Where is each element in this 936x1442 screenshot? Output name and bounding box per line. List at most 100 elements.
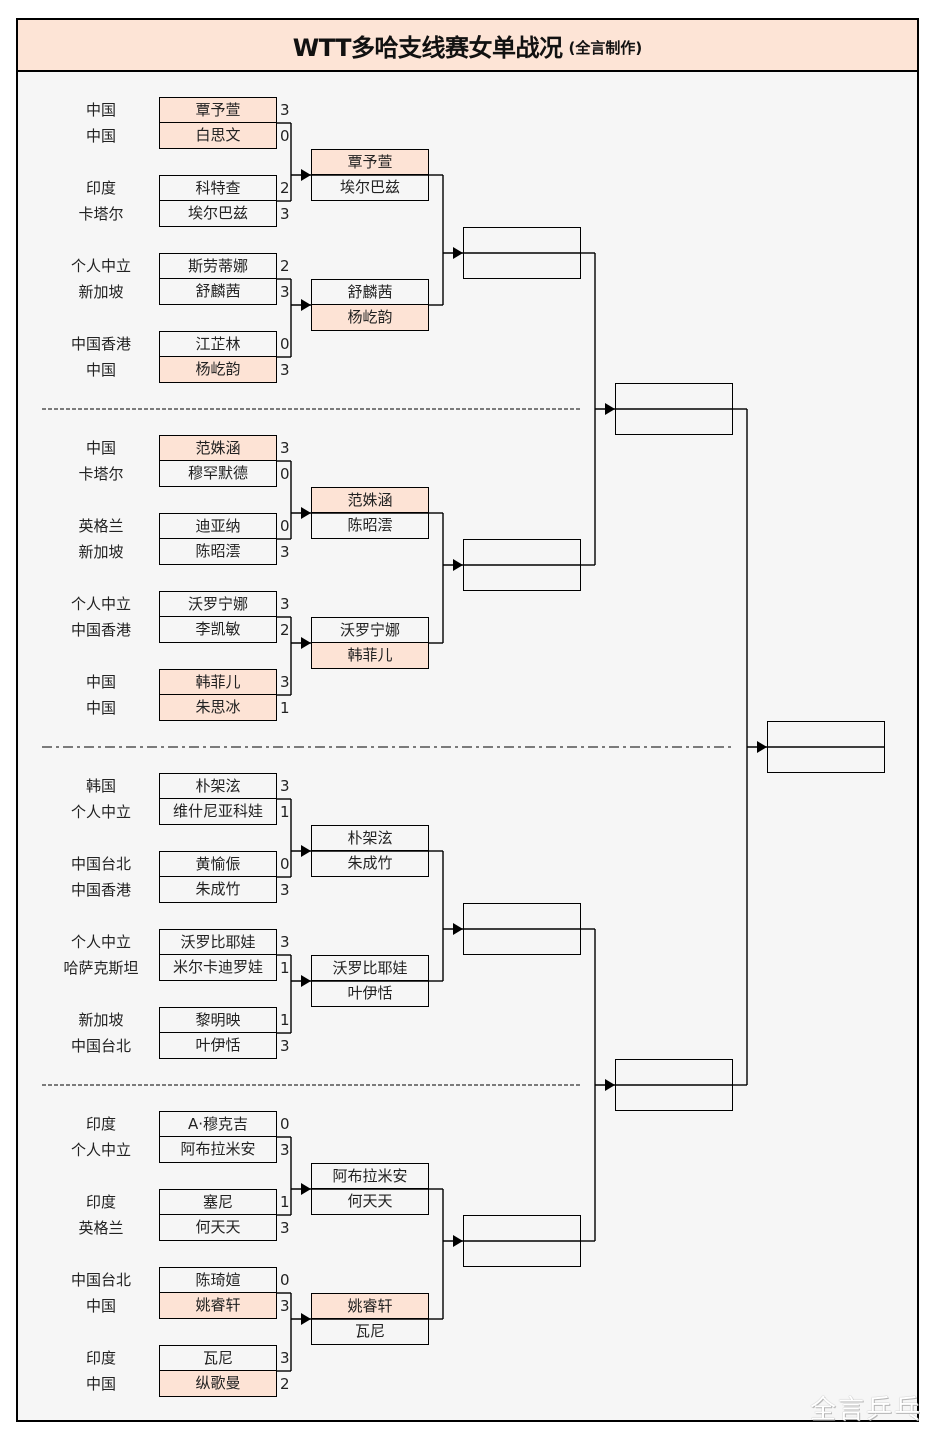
round2-player-cell[interactable]: 陈昭澐: [311, 513, 429, 539]
round2-player-cell[interactable]: 沃罗比耶娃: [311, 955, 429, 981]
match-score: 3: [280, 673, 290, 691]
player-country: 印度: [85, 1349, 116, 1367]
player-country: 韩国: [85, 777, 116, 795]
match-score: 2: [280, 1375, 290, 1393]
player-name-cell[interactable]: 沃罗宁娜: [159, 591, 277, 617]
match-score: 3: [280, 361, 290, 379]
player-country: 印度: [85, 179, 116, 197]
player-country: 中国香港: [70, 621, 131, 639]
player-name-cell[interactable]: 穆罕默德: [159, 461, 277, 487]
player-name-cell[interactable]: 范姝涵: [159, 435, 277, 461]
player-country: 英格兰: [78, 1219, 124, 1237]
player-name-cell[interactable]: 何天天: [159, 1215, 277, 1241]
player-country: 中国: [85, 699, 116, 717]
player-country: 英格兰: [78, 517, 124, 535]
round2-player-cell[interactable]: 朱成竹: [311, 851, 429, 877]
match-score: 3: [280, 439, 290, 457]
player-name-cell[interactable]: 阿布拉米安: [159, 1137, 277, 1163]
round2-player-cell[interactable]: 覃予萱: [311, 149, 429, 175]
player-country: 卡塔尔: [78, 205, 124, 223]
match-score: 3: [280, 543, 290, 561]
player-name-cell[interactable]: 姚睿轩: [159, 1293, 277, 1319]
round2-player-cell[interactable]: 瓦尼: [311, 1319, 429, 1345]
round2-player-cell[interactable]: 何天天: [311, 1189, 429, 1215]
player-name-cell[interactable]: 朱思冰: [159, 695, 277, 721]
match-score: 3: [280, 777, 290, 795]
player-name-cell[interactable]: 迪亚纳: [159, 513, 277, 539]
match-score: 1: [280, 1011, 290, 1029]
player-name-cell[interactable]: 朴架泫: [159, 773, 277, 799]
player-country: 个人中立: [70, 933, 131, 951]
final-slot[interactable]: [767, 721, 885, 773]
player-country: 个人中立: [70, 1141, 131, 1159]
round2-player-cell[interactable]: 朴架泫: [311, 825, 429, 851]
round2-player-cell[interactable]: 范姝涵: [311, 487, 429, 513]
player-country: 中国香港: [70, 335, 131, 353]
player-name-cell[interactable]: A·穆克吉: [159, 1111, 277, 1137]
match-score: 0: [280, 335, 290, 353]
round2-player-cell[interactable]: 埃尔巴兹: [311, 175, 429, 201]
player-name-cell[interactable]: 米尔卡迪罗娃: [159, 955, 277, 981]
player-name-cell[interactable]: 舒麟茜: [159, 279, 277, 305]
semifinal-slot[interactable]: [615, 1059, 733, 1111]
match-score: 3: [280, 205, 290, 223]
player-country: 中国香港: [70, 881, 131, 899]
semifinal-slot[interactable]: [615, 383, 733, 435]
player-name-cell[interactable]: 覃予萱: [159, 97, 277, 123]
player-name-cell[interactable]: 黎明映: [159, 1007, 277, 1033]
round2-player-cell[interactable]: 舒麟茜: [311, 279, 429, 305]
player-name-cell[interactable]: 维什尼亚科娃: [159, 799, 277, 825]
player-name-cell[interactable]: 瓦尼: [159, 1345, 277, 1371]
player-name-cell[interactable]: 纵歌曼: [159, 1371, 277, 1397]
player-name-cell[interactable]: 陈琦媗: [159, 1267, 277, 1293]
player-country: 中国: [85, 439, 116, 457]
match-score: 3: [280, 283, 290, 301]
watermark: 全言乒乓: [809, 1395, 922, 1425]
match-score: 3: [280, 1349, 290, 1367]
player-name-cell[interactable]: 黄愉侲: [159, 851, 277, 877]
match-score: 2: [280, 621, 290, 639]
match-score: 3: [280, 1037, 290, 1055]
player-name-cell[interactable]: 斯劳蒂娜: [159, 253, 277, 279]
player-country: 中国台北: [70, 855, 131, 873]
match-score: 0: [280, 1115, 290, 1133]
round2-player-cell[interactable]: 姚睿轩: [311, 1293, 429, 1319]
quarterfinal-slot[interactable]: [463, 539, 581, 591]
player-name-cell[interactable]: 杨屹韵: [159, 357, 277, 383]
player-name-cell[interactable]: 白思文: [159, 123, 277, 149]
player-name-cell[interactable]: 陈昭澐: [159, 539, 277, 565]
player-country: 中国台北: [70, 1037, 131, 1055]
player-name-cell[interactable]: 韩菲儿: [159, 669, 277, 695]
round2-player-cell[interactable]: 沃罗宁娜: [311, 617, 429, 643]
player-country: 中国: [85, 1375, 116, 1393]
player-name-cell[interactable]: 李凯敏: [159, 617, 277, 643]
quarterfinal-slot[interactable]: [463, 903, 581, 955]
page-subtitle: (全言制作): [568, 38, 643, 57]
player-country: 中国: [85, 1297, 116, 1315]
match-score: 0: [280, 127, 290, 145]
match-score: 1: [280, 1193, 290, 1211]
title-band: WTT多哈支线赛女单战况 (全言制作): [18, 20, 917, 72]
player-country: 印度: [85, 1115, 116, 1133]
match-score: 3: [280, 881, 290, 899]
player-country: 印度: [85, 1193, 116, 1211]
player-country: 中国: [85, 101, 116, 119]
player-country: 中国: [85, 673, 116, 691]
match-score: 2: [280, 257, 290, 275]
round2-player-cell[interactable]: 阿布拉米安: [311, 1163, 429, 1189]
match-score: 3: [280, 1297, 290, 1315]
player-name-cell[interactable]: 叶伊恬: [159, 1033, 277, 1059]
round2-player-cell[interactable]: 叶伊恬: [311, 981, 429, 1007]
player-name-cell[interactable]: 埃尔巴兹: [159, 201, 277, 227]
player-name-cell[interactable]: 塞尼: [159, 1189, 277, 1215]
quarterfinal-slot[interactable]: [463, 1215, 581, 1267]
player-name-cell[interactable]: 江芷林: [159, 331, 277, 357]
player-name-cell[interactable]: 朱成竹: [159, 877, 277, 903]
player-country: 卡塔尔: [78, 465, 124, 483]
round2-player-cell[interactable]: 韩菲儿: [311, 643, 429, 669]
round2-player-cell[interactable]: 杨屹韵: [311, 305, 429, 331]
match-score: 0: [280, 855, 290, 873]
quarterfinal-slot[interactable]: [463, 227, 581, 279]
player-name-cell[interactable]: 沃罗比耶娃: [159, 929, 277, 955]
player-name-cell[interactable]: 科特查: [159, 175, 277, 201]
